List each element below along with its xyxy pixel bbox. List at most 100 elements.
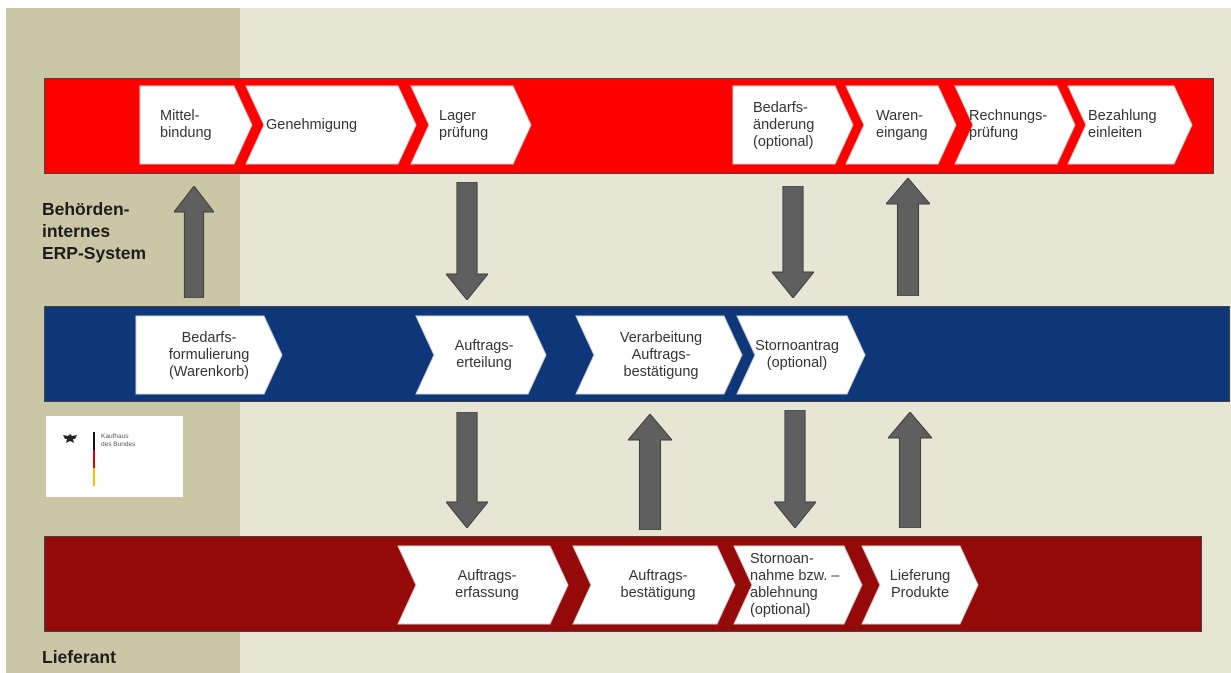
step-label: Genehmigung (246, 86, 416, 164)
step-label-line: Auftrags- (631, 346, 691, 363)
chevron-shape (572, 545, 736, 625)
chevron-shape (410, 85, 532, 165)
step-label-line: bestätigung (620, 585, 696, 601)
erp-step: Genehmigung (245, 85, 417, 165)
step-label-line: Produkte (890, 585, 950, 601)
logo-text-line: des Bundes (101, 441, 136, 448)
step-label-line: Auftrags- (457, 568, 517, 584)
arrow-down-icon (446, 412, 488, 528)
erp-step: Mittel-bindung (139, 85, 253, 165)
chevron-shape (732, 85, 854, 165)
eagle-icon (63, 434, 77, 443)
portal-step: Stornoantrag(optional) (736, 315, 866, 395)
step-label-line: (optional) (753, 133, 814, 150)
step-label-line: bestätigung (623, 363, 699, 380)
step-label-line: formulierung (168, 346, 250, 363)
top-margin (0, 0, 1231, 8)
step-label: Auftrags-bestätigung (573, 546, 735, 624)
step-label-line: Lieferung (889, 568, 951, 584)
step-label-line: (optional) (766, 355, 828, 371)
erp-system-label-line: Behörden- (42, 199, 130, 219)
arrow-down-icon (774, 410, 816, 528)
erp-system-label: Behörden- internes ERP-System (42, 198, 146, 264)
step-label: Stornoan-nahme bzw. –ablehnung(optional) (734, 546, 862, 624)
step-label-line: prüfung (439, 125, 489, 141)
step-label-line: Auftrags- (454, 338, 514, 354)
step-label-line: nahme bzw. – (750, 568, 840, 584)
step-label: Bedarfs-änderung(optional) (733, 86, 853, 164)
chevron-shape (861, 545, 979, 625)
step-label-line: Waren- (876, 108, 923, 124)
step-label-line: bindung (160, 125, 212, 141)
portal-step: Bedarfs-formulierung(Warenkorb) (135, 315, 283, 395)
flag-stripe-red (93, 450, 95, 468)
supplier-step: Auftrags-bestätigung (572, 545, 736, 625)
supplier-step: Stornoan-nahme bzw. –ablehnung(optional) (733, 545, 863, 625)
step-label: Auftrags-erteilung (416, 316, 546, 394)
chevron-shape (954, 85, 1076, 165)
chevron-shape (575, 315, 743, 395)
step-label-line: prüfung (969, 125, 1019, 141)
arrow-up-icon (174, 186, 214, 298)
step-label-line: erteilung (456, 355, 512, 371)
step-label-line: Lager (439, 108, 477, 124)
arrow-up-icon (886, 178, 930, 296)
supplier-step: Auftrags-erfassung (397, 545, 569, 625)
logo-text-line: Kaufhaus (101, 433, 129, 440)
erp-system-label-line: ERP-System (42, 243, 147, 263)
chevron-shape (135, 315, 283, 395)
step-label-line: Stornoan- (750, 551, 814, 567)
step-label-line: Rechnungs- (969, 108, 1048, 124)
step-label-line: änderung (753, 116, 815, 133)
step-label: Bedarfs-formulierung(Warenkorb) (136, 316, 282, 394)
flag-stripe-gold (93, 468, 95, 486)
chevron-shape (733, 545, 863, 625)
supplier-label: Lieferant (42, 647, 116, 667)
chevron-shape (845, 85, 957, 165)
step-label: Stornoantrag(optional) (737, 316, 865, 394)
erp-step: Bedarfs-änderung(optional) (732, 85, 854, 165)
step-label: Mittel-bindung (140, 86, 252, 164)
chevron-shape (415, 315, 547, 395)
kaufhaus-des-bundes-logo: Kaufhaus des Bundes (46, 416, 183, 497)
step-label-line: Bedarfs- (753, 99, 808, 116)
step-label: Waren-eingang (846, 86, 956, 164)
step-label-line: ablehnung (750, 585, 818, 601)
chevron-shape (139, 85, 253, 165)
step-label-line: Verarbeitung (619, 329, 703, 346)
step-label-line: (Warenkorb) (168, 363, 250, 380)
step-label-line: einleiten (1088, 125, 1143, 141)
arrow-up-icon (628, 414, 672, 530)
step-label-line: Mittel- (160, 108, 200, 124)
step-label: Rechnungs-prüfung (955, 86, 1075, 164)
logo-text: Kaufhaus des Bundes (101, 433, 135, 449)
arrow-down-icon (446, 182, 488, 300)
erp-system-label-line: internes (42, 221, 111, 241)
arrow-up-icon (888, 412, 932, 528)
step-label-line: Auftrags- (628, 568, 688, 584)
arrow-down-icon (772, 186, 814, 298)
step-label-line: (optional) (750, 602, 811, 618)
step-label-line: Bedarfs- (181, 329, 237, 346)
chevron-shape (245, 85, 417, 165)
step-label-line: Bezahlung (1088, 108, 1157, 124)
step-label: Auftrags-erfassung (398, 546, 568, 624)
left-margin (0, 0, 6, 673)
step-label-line: Genehmigung (266, 116, 358, 133)
erp-step: Rechnungs-prüfung (954, 85, 1076, 165)
chevron-shape (736, 315, 866, 395)
chevron-shape (1067, 85, 1193, 165)
portal-step: Auftrags-erteilung (415, 315, 547, 395)
step-label-line: Stornoantrag (755, 338, 839, 354)
chevron-shape (397, 545, 569, 625)
erp-step: Waren-eingang (845, 85, 957, 165)
